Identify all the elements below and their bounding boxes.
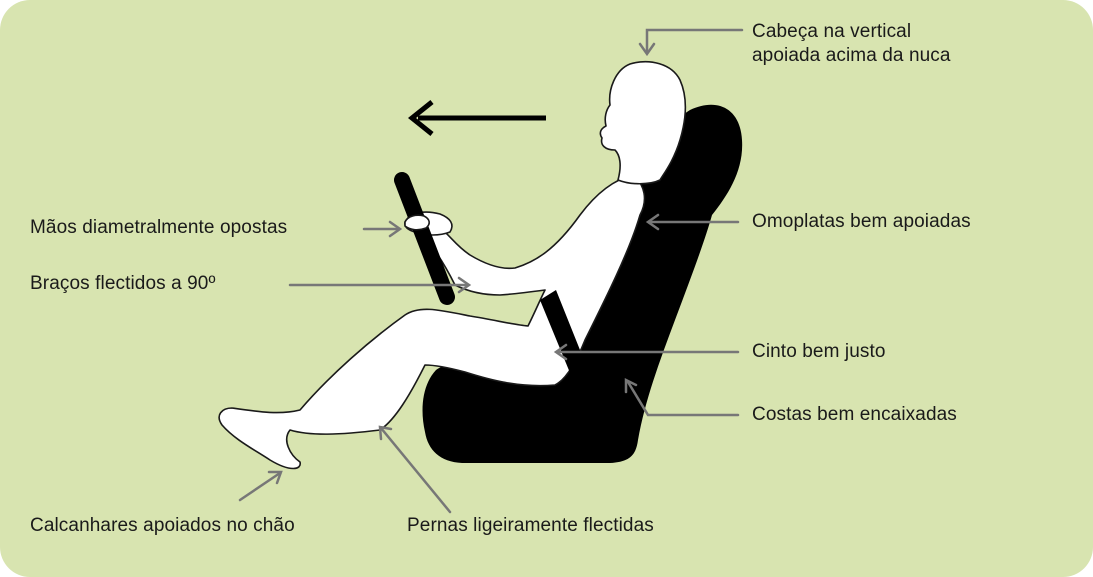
- label-shoulders: Omoplatas bem apoiadas: [752, 211, 971, 232]
- seat-belt-icon: [540, 290, 590, 385]
- label-head-line1: Cabeça na vertical: [752, 21, 912, 42]
- label-legs: Pernas ligeiramente flectidas: [407, 515, 654, 536]
- steering-wheel-icon: [394, 172, 455, 305]
- label-heels: Calcanhares apoiados no chão: [30, 515, 295, 536]
- label-back: Costas bem encaixadas: [752, 404, 957, 425]
- leader-lines: [238, 28, 744, 514]
- label-belt: Cinto bem justo: [752, 341, 886, 362]
- direction-arrow-left-icon: [407, 100, 546, 136]
- label-head-line2: apoiada acima da nuca: [752, 45, 951, 66]
- label-head: Cabeça na vertical apoiada acima da nuca: [752, 20, 951, 68]
- label-hands: Mãos diametralmente opostas: [30, 217, 288, 238]
- label-arms: Braços flectidos a 90º: [30, 273, 216, 294]
- fingers-icon: [404, 214, 430, 231]
